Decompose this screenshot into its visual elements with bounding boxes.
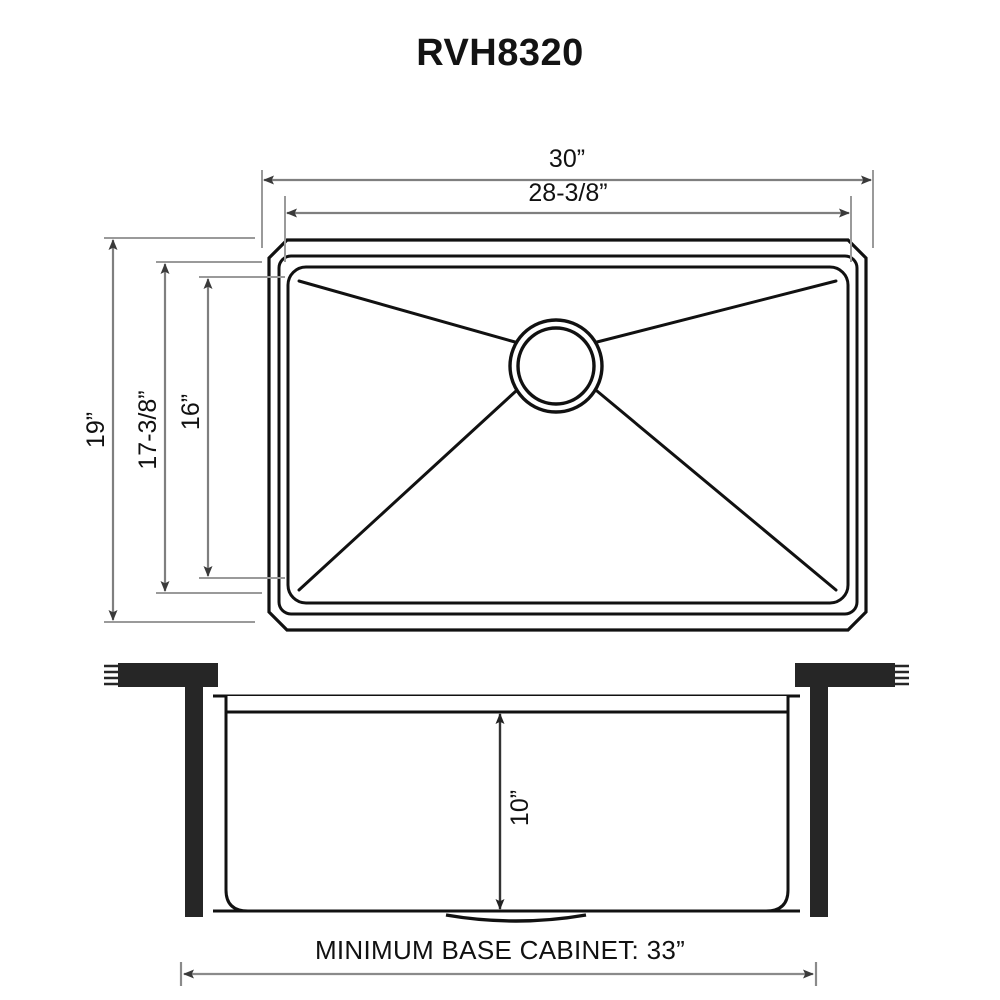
page-title: RVH8320 — [416, 32, 584, 74]
horizontal-extension-lines — [261, 170, 874, 262]
dimension-label-inner-width: 28-3/8” — [528, 179, 607, 207]
countertop-left — [118, 663, 218, 687]
cabinet-wall-right — [810, 687, 828, 917]
cabinet-dimension-group: MINIMUM BASE CABINET: 33” — [179, 935, 818, 986]
basin-slope-lines — [297, 279, 838, 592]
sink-basin-opening — [286, 265, 850, 605]
dimension-label-mid-depth: 17-3/8” — [134, 390, 162, 469]
vertical-extension-lines — [104, 237, 285, 623]
dimension-label-outer-depth: 19” — [82, 412, 110, 448]
drain-inner-ring — [516, 326, 596, 406]
countertop-right-hatch — [882, 664, 909, 686]
cabinet-caption: MINIMUM BASE CABINET: 33” — [315, 935, 685, 965]
front-section-view: 10” — [104, 663, 909, 923]
dimension-label-basin-depth: 10” — [506, 790, 534, 826]
cabinet-extension-ticks — [179, 962, 818, 986]
drain-bulge — [445, 913, 587, 923]
cabinet-wall-left — [185, 687, 203, 917]
countertop-right — [795, 663, 895, 687]
dimension-label-inner-depth: 16” — [177, 394, 205, 430]
top-view-horizontal-dimensions: 30” 28-3/8” — [261, 145, 874, 262]
top-view-sink — [267, 238, 868, 632]
countertop-left-hatch — [104, 664, 131, 686]
top-view-vertical-dimensions: 19” 17-3/8” 16” — [82, 237, 285, 623]
dimension-label-outer-width: 30” — [549, 145, 585, 173]
